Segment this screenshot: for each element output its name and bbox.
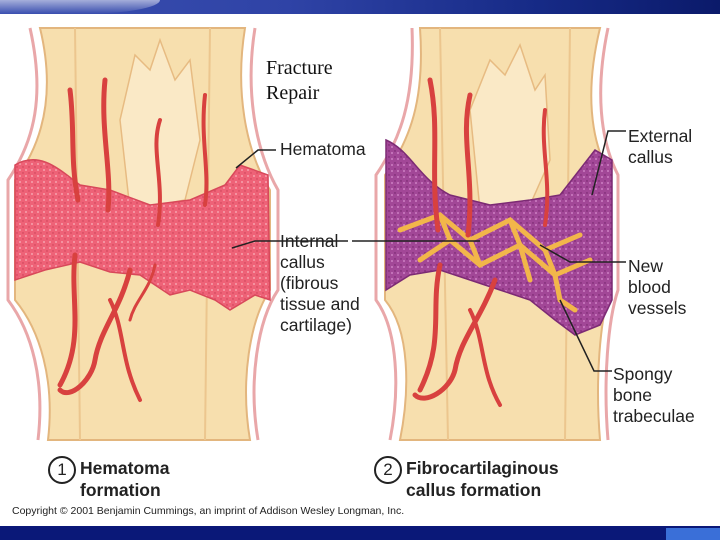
periosteum-left (6, 27, 42, 441)
panel-fibrocartilaginous-callus (374, 27, 620, 441)
bottom-bar (0, 526, 720, 540)
title-bar-highlight (0, 0, 160, 14)
step-1-number: 1 (48, 456, 76, 484)
step-2-number: 2 (374, 456, 402, 484)
step-1-title-line-2: formation (80, 480, 161, 500)
step-2-title-line-2: callus formation (406, 480, 542, 500)
step-2-title-line-1: Fibrocartilaginous (406, 458, 559, 478)
leader-lines (231, 130, 626, 372)
new-blood-vessels-line-1: New (628, 256, 664, 276)
slide-title: Fracture Repair (266, 56, 333, 106)
external-callus-line-2: callus (628, 147, 673, 167)
step-1-title-line-1: Hematoma (80, 458, 170, 478)
internal-callus-line-3: (fibrous (280, 273, 339, 293)
label-internal-callus: Internal callus (fibrous tissue and cart… (280, 231, 360, 336)
label-new-blood-vessels: New blood vessels (628, 256, 686, 319)
label-spongy-bone-trabeculae: Spongy bone trabeculae (613, 364, 695, 427)
title-line-2: Repair (266, 82, 320, 104)
copyright-notice: Copyright © 2001 Benjamin Cummings, an i… (12, 505, 405, 517)
spongy-bone-line-3: trabeculae (613, 406, 695, 426)
new-blood-vessels-line-3: vessels (628, 298, 687, 318)
title-line-1: Fracture (266, 57, 333, 79)
new-blood-vessels-line-2: blood (628, 277, 671, 297)
spongy-bone-line-2: bone (613, 385, 652, 405)
blood-vessels-right (412, 77, 550, 407)
external-callus-line-1: External (628, 126, 693, 146)
bottom-bar-accent (666, 528, 720, 540)
step-2-title: Fibrocartilaginous callus formation (406, 457, 559, 501)
internal-callus-line-5: cartilage) (280, 315, 352, 335)
panel-hematoma-formation (6, 27, 280, 441)
step-1-title: Hematoma formation (80, 457, 169, 501)
label-external-callus: External callus (628, 126, 692, 168)
internal-callus-line-1: Internal (280, 231, 339, 251)
blood-vessels-left (57, 77, 209, 402)
top-title-bar (0, 0, 720, 14)
internal-callus-line-4: tissue and (280, 294, 360, 314)
internal-callus-line-2: callus (280, 252, 325, 272)
label-hematoma: Hematoma (280, 139, 366, 159)
spongy-bone-line-1: Spongy (613, 364, 673, 384)
